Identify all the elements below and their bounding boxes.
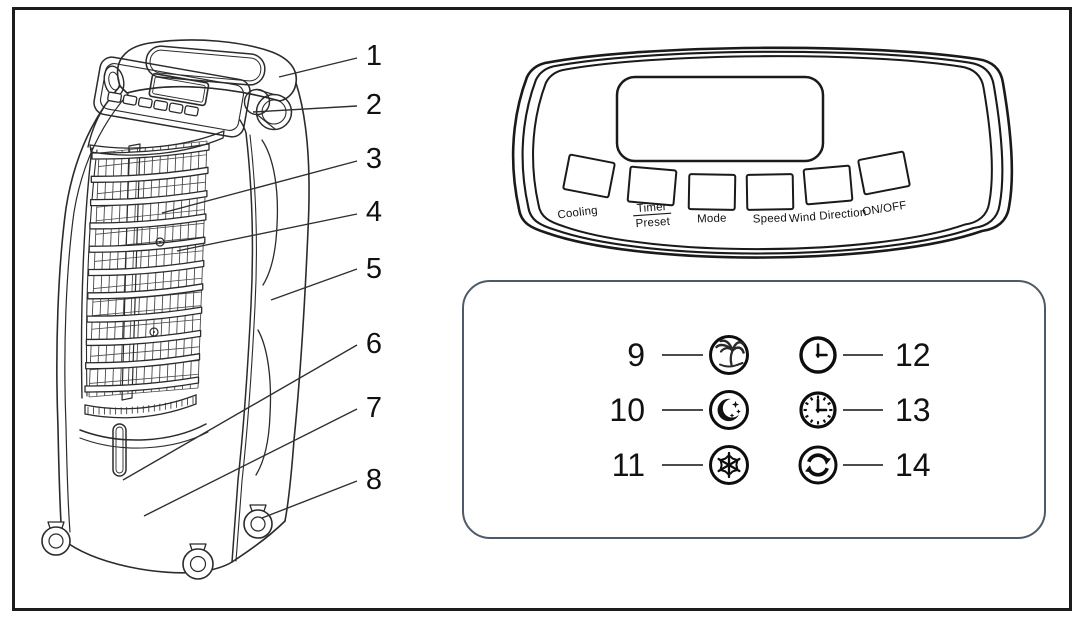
front-grille (80, 140, 210, 419)
cooler-buttons (107, 91, 199, 117)
handle-opening (145, 45, 266, 86)
legend-numbers: 9 10 11 12 13 14 (609, 337, 930, 483)
clock-icon (799, 336, 837, 374)
label-wind-direction: Wind Direction (789, 207, 867, 226)
air-cooler-illustration: 1 2 3 4 5 6 7 8 (41, 39, 382, 580)
cooler-display (148, 72, 210, 107)
callout-number-7: 7 (366, 392, 382, 424)
label-on-off: ON/OFF (862, 200, 908, 219)
on-off-key (857, 150, 911, 196)
caster-wheel (182, 548, 214, 580)
callout-number-12: 12 (895, 337, 931, 373)
callout-number-1: 1 (366, 40, 382, 72)
panel-keys (562, 150, 911, 211)
callout-number-8: 8 (366, 464, 382, 496)
casters (41, 504, 273, 580)
label-timer-preset: Timer Preset (633, 201, 672, 230)
svg-text:Timer: Timer (636, 201, 667, 215)
label-cooling: Cooling (557, 205, 599, 222)
cooling-key (562, 153, 616, 199)
svg-text:Preset: Preset (635, 216, 671, 230)
panel-outline (511, 46, 1014, 259)
palm-tree-icon (709, 335, 749, 375)
snowflake-icon (709, 445, 749, 485)
bottom-shutter (84, 394, 197, 419)
cooler-control-panel (93, 56, 251, 138)
callout-number-14: 14 (895, 447, 931, 483)
label-mode: Mode (697, 212, 727, 225)
callout-number-10: 10 (609, 392, 645, 428)
grille-screw (155, 237, 165, 247)
grille-louvers (84, 143, 210, 393)
timer-preset-key (626, 165, 678, 207)
callout-number-4: 4 (366, 196, 382, 228)
speed-key (745, 173, 795, 211)
mode-key (687, 173, 737, 211)
label-speed: Speed (753, 212, 788, 225)
legend-panel-border (462, 280, 1046, 539)
grille-top-frame (89, 130, 225, 156)
moon-stars-icon (709, 390, 749, 430)
clock-ticks-icon (799, 391, 837, 429)
callout-number-5: 5 (366, 253, 382, 285)
top-handle (116, 39, 298, 102)
leader-lines (122, 57, 358, 519)
callout-number-11: 11 (612, 447, 645, 483)
display-window (615, 75, 825, 163)
cooler-body (56, 82, 310, 574)
wind-direction-key (802, 164, 854, 206)
callout-number-3: 3 (366, 143, 382, 175)
water-level-window (112, 423, 127, 477)
star (731, 400, 740, 409)
rotate-arrows-icon (798, 445, 838, 485)
grille-screw (149, 327, 159, 337)
legend-leader-lines (662, 354, 883, 466)
callout-number-6: 6 (366, 328, 382, 360)
cooler-callouts: 1 2 3 4 5 6 7 8 (366, 40, 382, 496)
star (736, 409, 741, 414)
mode-icon-legend: 9 10 11 12 13 14 (462, 280, 1046, 539)
callout-number-9: 9 (627, 337, 645, 373)
caster-wheel (243, 509, 273, 539)
panel-key-labels: Cooling Timer Preset Mode Speed Wind Dir… (557, 200, 908, 231)
callout-number-2: 2 (366, 89, 382, 121)
caster-wheel (41, 526, 71, 556)
crescent-moon (717, 398, 739, 422)
callout-number-13: 13 (895, 392, 931, 428)
control-panel-diagram: Cooling Timer Preset Mode Speed Wind Dir… (511, 46, 1014, 259)
star (729, 413, 735, 418)
